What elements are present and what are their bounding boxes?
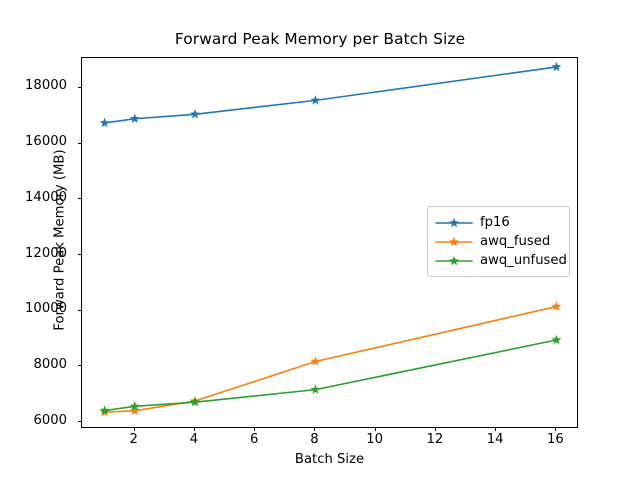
x-axis-tick-label: 2: [129, 432, 138, 447]
legend-item-awq_fused[interactable]: awq_fused: [435, 232, 561, 251]
x-axis-tick-mark: [374, 427, 376, 431]
legend-item-awq_unfused[interactable]: awq_unfused: [435, 251, 567, 270]
x-axis-tick-mark: [495, 427, 497, 431]
data-point-marker: [551, 61, 562, 72]
y-axis-tick-label: 14000: [25, 189, 67, 205]
y-axis-tick-mark: [77, 421, 81, 423]
x-axis-tick-label: 14: [486, 432, 504, 447]
y-axis-tick-label: 16000: [25, 134, 67, 150]
y-axis-tick-labels: 6000 8000 10000 12000 14000 16000 18000: [0, 0, 74, 480]
chart-title: Forward Peak Memory per Batch Size: [174, 30, 466, 48]
x-axis-tick-mark: [434, 427, 436, 431]
legend-label: awq_unfused: [480, 252, 567, 268]
y-axis-tick-mark: [77, 254, 81, 256]
x-axis-tick-label: 4: [189, 432, 199, 447]
x-axis-label: Batch Size: [294, 452, 365, 467]
y-axis-tick-mark: [77, 142, 81, 144]
data-point-marker: [551, 334, 562, 345]
legend-swatch-icon: [435, 254, 473, 268]
series-line: [103, 305, 558, 414]
y-axis-tick-label: 18000: [25, 78, 67, 94]
y-axis-tick-label: 6000: [33, 412, 67, 428]
data-point-marker: [99, 117, 110, 128]
x-axis-tick-label: 12: [426, 432, 444, 447]
data-point-marker: [310, 95, 321, 105]
x-axis-tick-label: 10: [366, 432, 384, 447]
legend-label: fp16: [480, 214, 510, 230]
x-axis-tick-mark: [314, 427, 316, 431]
series-awq_unfused: [99, 334, 562, 415]
x-axis-tick-mark: [555, 427, 557, 431]
series-awq_fused: [99, 301, 562, 417]
y-axis-tick-mark: [77, 309, 81, 311]
data-point-marker: [190, 109, 200, 119]
y-axis-tick-mark: [77, 365, 81, 367]
y-axis-label: Forward Peak Memory (MB): [52, 149, 68, 331]
series-line: [103, 339, 558, 412]
x-axis-tick-label: 16: [547, 432, 564, 447]
chart-legend: fp16 awq_fused awq_unfused: [427, 206, 570, 277]
y-axis-tick-label: 8000: [33, 356, 67, 372]
x-axis-tick-label: 6: [249, 432, 259, 447]
data-point-marker: [190, 396, 200, 407]
data-point-marker: [310, 384, 321, 394]
legend-swatch-icon: [435, 235, 473, 249]
legend-item-fp16[interactable]: fp16: [435, 213, 561, 232]
plot-series-canvas: [99, 61, 562, 417]
series-line: [103, 66, 558, 124]
y-axis-tick-mark: [77, 198, 81, 200]
series-fp16: [99, 61, 562, 128]
data-point-marker: [551, 301, 562, 311]
y-axis-tick-label: 12000: [25, 245, 67, 261]
x-axis-tick-mark: [193, 427, 195, 431]
data-point-marker: [129, 113, 140, 123]
legend-swatch-icon: [435, 216, 473, 230]
x-axis-tick-mark: [133, 427, 135, 431]
data-point-marker: [310, 356, 321, 366]
data-point-marker: [129, 401, 140, 411]
y-axis-tick-mark: [77, 86, 81, 88]
y-axis-tick-label: 10000: [25, 301, 67, 317]
x-axis-tick-mark: [254, 427, 256, 431]
data-point-marker: [129, 405, 140, 416]
legend-label: awq_fused: [480, 233, 551, 249]
data-point-marker: [99, 405, 110, 415]
x-axis-tick-label: 8: [310, 432, 319, 447]
